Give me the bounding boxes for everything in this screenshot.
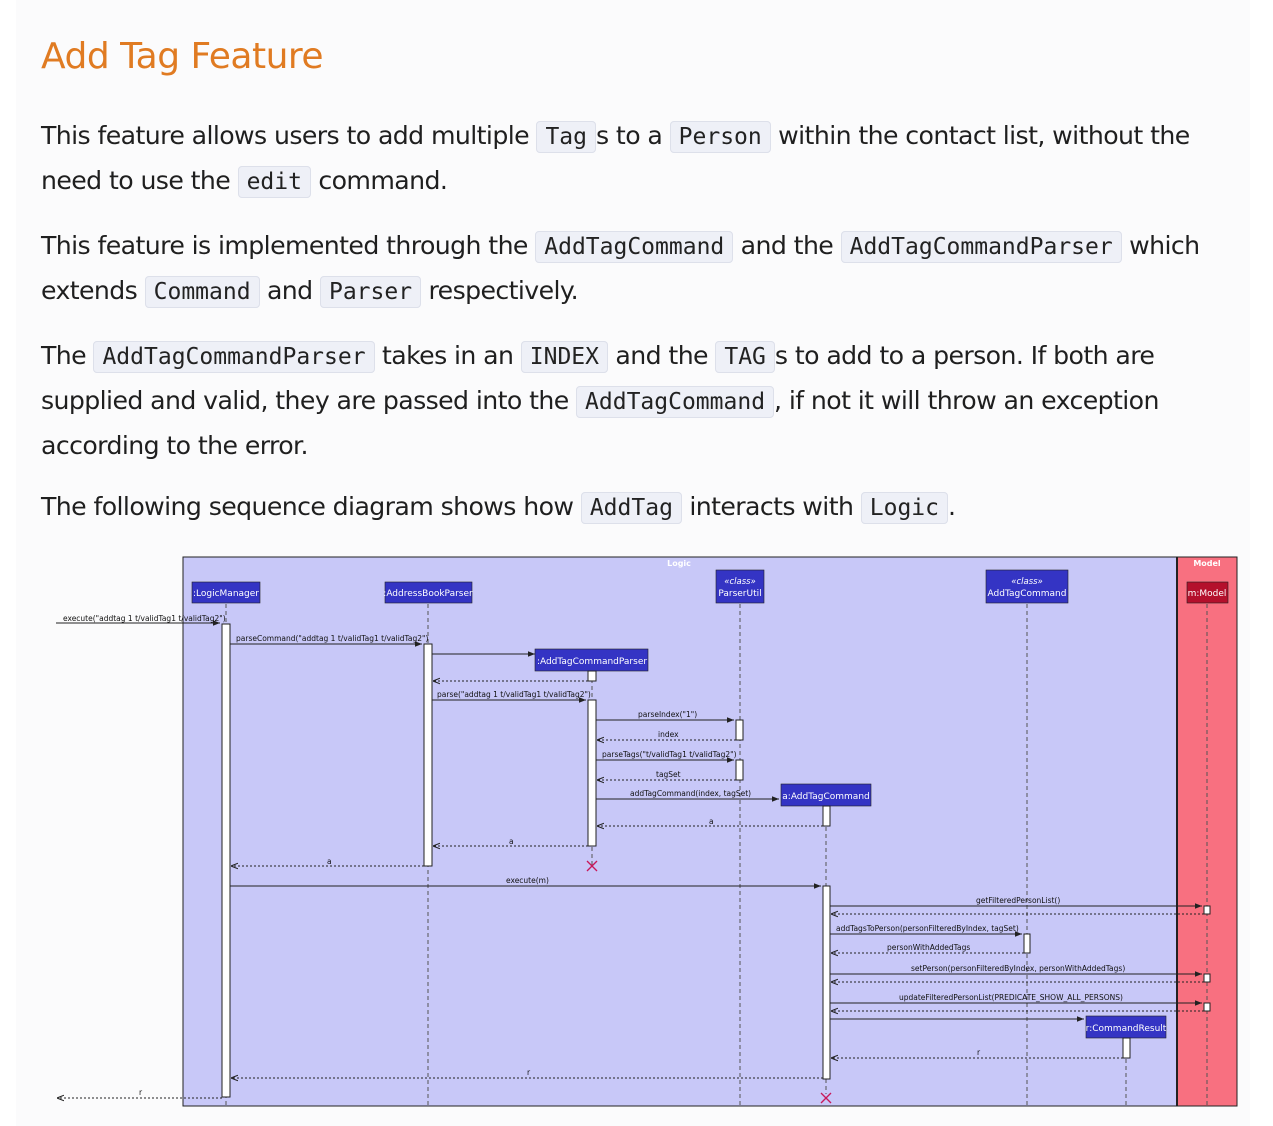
code-addtag: AddTag	[580, 492, 682, 524]
paragraph-diagram-intro: The following sequence diagram shows how…	[41, 485, 1226, 530]
paragraph-intro: This feature allows users to add multipl…	[41, 114, 1226, 204]
text: s to a	[595, 121, 670, 150]
message-labels: execute("addtag 1 t/validTag1 t/validTag…	[63, 614, 1125, 1097]
text: command.	[310, 166, 448, 195]
participant-parser-util-label: ParserUtil	[718, 589, 761, 599]
activation-a-constructor	[822, 805, 831, 827]
activation-add-tag-command-class	[1023, 933, 1031, 954]
msg-label-parse-index: parseIndex("1")	[638, 710, 697, 719]
logic-box-label: Logic	[667, 559, 691, 568]
text: takes in an	[374, 341, 521, 370]
msg-label-parse-tags: parseTags("t/validTag1 t/validTag2")	[602, 750, 737, 759]
text: The	[41, 341, 94, 370]
text: s to add to a person. If both are suppli…	[41, 341, 1155, 415]
text: and the	[733, 231, 841, 260]
code-tag: Tag	[536, 121, 596, 153]
participant-parser-util	[715, 569, 765, 604]
participant-add-tag-command-parser-label: :AddTagCommandParser	[537, 657, 647, 667]
text: respectively.	[421, 276, 579, 305]
msg-label-tagset: tagSet	[656, 770, 681, 779]
paragraph-implementation: This feature is implemented through the …	[41, 224, 1226, 314]
msg-label-add-tag-command: addTagCommand(index, tagSet)	[630, 789, 751, 798]
activation-bars	[221, 623, 1211, 1098]
msg-label-get-filtered: getFilteredPersonList()	[976, 896, 1060, 905]
msg-label-execute: execute("addtag 1 t/validTag1 t/validTag…	[63, 614, 226, 623]
participant-logic-manager	[191, 581, 261, 604]
participant-model-label: m:Model	[1188, 589, 1227, 599]
text: which extends	[41, 231, 1200, 305]
paragraph-parser: The AddTagCommandParser takes in an INDE…	[41, 334, 1226, 467]
msg-label-parse-command: parseCommand("addtag 1 t/validTag1 t/val…	[236, 634, 428, 643]
text: .	[948, 492, 956, 521]
participant-add-tag-command-class	[985, 569, 1069, 604]
msg-label-a-3: a	[327, 857, 332, 866]
participant-address-book-parser	[384, 581, 473, 604]
sequence-diagram-svg: Logic Model :LogicManager :AddressBookPa…	[56, 552, 1238, 1110]
activation-model-3	[1203, 1002, 1211, 1012]
msg-label-parse: parse("addtag 1 t/validTag1 t/validTag2"…	[437, 690, 591, 699]
text: This feature allows users to add multipl…	[41, 121, 537, 150]
activation-address-book-parser	[423, 643, 433, 867]
participant-logic-manager-label: :LogicManager	[193, 589, 259, 599]
msg-label-r-3: r	[139, 1088, 143, 1097]
page: Add Tag Feature This feature allows user…	[16, 0, 1250, 1126]
code-command: Command	[144, 276, 260, 308]
participant-add-tag-command-class-label: AddTagCommand	[988, 589, 1067, 599]
text: The following sequence diagram shows how	[41, 492, 581, 521]
destroy-command-mark-b	[820, 1092, 832, 1104]
activation-parser-util-tags	[735, 759, 744, 781]
code-addtagcommandparser: AddTagCommandParser	[840, 231, 1122, 263]
text: interacts with	[681, 492, 861, 521]
code-index: INDEX	[520, 341, 609, 373]
msg-label-index: index	[658, 730, 679, 739]
code-logic: Logic	[860, 492, 948, 524]
code-addtagcommand: AddTagCommand	[576, 386, 775, 418]
msg-label-a-2: a	[509, 837, 514, 846]
msg-label-r-2: r	[527, 1068, 531, 1077]
activation-model-2	[1203, 973, 1211, 983]
participant-address-book-parser-label: :AddressBookParser	[383, 589, 473, 599]
activation-command-result	[1122, 1037, 1131, 1059]
msg-label-add-tags-to-person: addTagsToPerson(personFilteredByIndex, t…	[836, 924, 1019, 933]
message-lines	[56, 620, 1204, 1098]
participants: :LogicManager :AddressBookParser «class»…	[191, 569, 1229, 1039]
msg-label-update-filtered: updateFilteredPersonList(PREDICATE_SHOW_…	[899, 993, 1123, 1002]
msg-label-person-with-added-tags: personWithAddedTags	[887, 943, 970, 952]
code-parser: Parser	[319, 276, 422, 308]
msg-label-execute-m: execute(m)	[506, 876, 549, 885]
model-box-label: Model	[1193, 559, 1221, 568]
code-tag: TAG	[715, 341, 775, 373]
destroy-parser-mark-b	[586, 860, 598, 872]
code-person: Person	[669, 121, 771, 153]
sequence-diagram: Logic Model :LogicManager :AddressBookPa…	[56, 552, 1238, 1110]
activation-logic-manager	[221, 623, 231, 1098]
text: within the contact list, without the nee…	[41, 121, 1190, 195]
activation-parser-util-index	[735, 719, 744, 741]
text: and	[259, 276, 320, 305]
code-addtagcommand: AddTagCommand	[535, 231, 734, 263]
msg-label-r-1: r	[977, 1048, 981, 1057]
activation-parser-constructor	[587, 670, 597, 682]
participant-a-add-tag-command-label: a:AddTagCommand	[782, 792, 869, 802]
participant-add-tag-command-stereotype: «class»	[1011, 577, 1043, 587]
destroy-marks	[586, 860, 832, 1104]
logic-box	[182, 556, 1178, 1107]
text: , if not it will throw an exception acco…	[41, 386, 1159, 460]
section-title: Add Tag Feature	[41, 36, 324, 77]
activation-add-tag-command-parser	[587, 699, 597, 847]
activation-model-1	[1203, 905, 1211, 915]
msg-label-set-person: setPerson(personFilteredByIndex, personW…	[911, 964, 1125, 973]
participant-parser-util-stereotype: «class»	[724, 577, 756, 587]
code-edit: edit	[237, 166, 311, 198]
text: This feature is implemented through the	[41, 231, 536, 260]
msg-label-a-1: a	[709, 817, 714, 826]
text: and the	[608, 341, 716, 370]
activation-a-add-tag-command	[822, 885, 831, 1080]
code-addtagcommandparser: AddTagCommandParser	[93, 341, 375, 373]
participant-command-result-label: r:CommandResult	[1086, 1024, 1167, 1034]
participant-model	[1186, 581, 1229, 604]
